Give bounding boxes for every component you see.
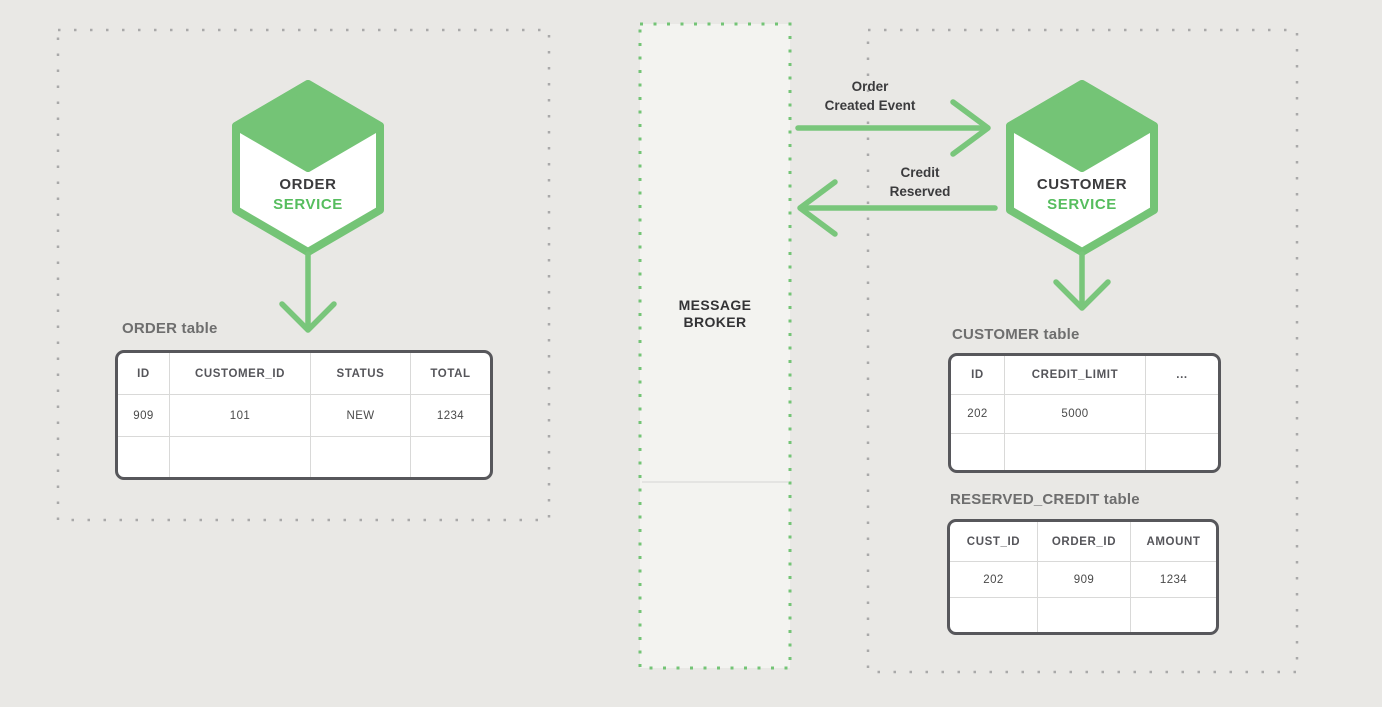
message-broker-box [638,22,792,670]
order-table-label: ORDER table [122,320,218,337]
column-header: CREDIT_LIMIT [1005,356,1146,395]
column-header: TOTAL [411,353,490,395]
cell [1005,434,1146,470]
cell: 202 [950,562,1038,598]
message-broker-label: MESSAGE BROKER [640,297,790,331]
order-service-to-table-arrow [279,251,337,333]
column-header: AMOUNT [1131,522,1216,562]
message-broker-line2: BROKER [683,314,747,330]
cell: 1234 [1131,562,1216,598]
reserved-credit-empty-row [950,598,1216,632]
order-service-name: ORDER [279,176,337,193]
cell [170,437,311,477]
reserved-credit-table-label: RESERVED_CREDIT table [950,491,1140,508]
column-header: STATUS [311,353,411,395]
customer-service-to-table-arrow [1053,251,1111,311]
order-service-label: ORDER SERVICE [218,175,398,215]
order-created-line2: Created Event [824,98,916,113]
reserved-credit-table: CUST_ID ORDER_ID AMOUNT 202 909 1234 [947,519,1219,635]
hexagon-top-face [232,80,384,172]
column-header: CUSTOMER_ID [170,353,311,395]
cell: 101 [170,395,311,437]
order-created-event-arrow [795,99,991,157]
cell [951,434,1005,470]
order-table-row: 909 101 NEW 1234 [118,395,490,437]
cell [118,437,170,477]
order-table: ID CUSTOMER_ID STATUS TOTAL 909 101 NEW … [115,350,493,480]
cell [311,437,411,477]
customer-table-empty-row [951,434,1218,470]
column-header: CUST_ID [950,522,1038,562]
customer-table-row: 202 5000 [951,395,1218,434]
order-table-empty-row [118,437,490,477]
customer-table-header-row: ID CREDIT_LIMIT ... [951,356,1218,395]
cell: 909 [1038,562,1131,598]
column-header: ID [951,356,1005,395]
cell: 909 [118,395,170,437]
customer-service-name: CUSTOMER [1036,176,1128,193]
customer-table-label: CUSTOMER table [952,326,1080,343]
order-created-line1: Order [851,79,889,94]
column-header: ID [118,353,170,395]
column-header-ellipsis: ... [1146,356,1218,395]
cell: 1234 [411,395,490,437]
cell [1131,598,1216,632]
credit-reserved-line1: Credit [900,165,940,180]
customer-table: ID CREDIT_LIMIT ... 202 5000 [948,353,1221,473]
credit-reserved-label: Credit Reserved [840,163,1000,201]
hexagon-top-face [1006,80,1158,172]
message-broker-line1: MESSAGE [678,297,752,313]
cell [950,598,1038,632]
column-header: ORDER_ID [1038,522,1131,562]
customer-service-type: SERVICE [1047,196,1117,213]
cell [411,437,490,477]
reserved-credit-row: 202 909 1234 [950,562,1216,598]
order-context-box [56,28,551,522]
cell [1146,434,1218,470]
order-table-header-row: ID CUSTOMER_ID STATUS TOTAL [118,353,490,395]
customer-service-hexagon-icon [1006,80,1158,256]
reserved-credit-header-row: CUST_ID ORDER_ID AMOUNT [950,522,1216,562]
order-service-type: SERVICE [273,196,343,213]
credit-reserved-line2: Reserved [889,184,951,199]
cell: 5000 [1005,395,1146,434]
cell: NEW [311,395,411,437]
customer-service-label: CUSTOMER SERVICE [992,175,1172,215]
credit-reserved-arrow [797,179,998,237]
order-created-event-label: Order Created Event [790,77,950,115]
order-service-hexagon-icon [232,80,384,256]
cell [1146,395,1218,434]
cell: 202 [951,395,1005,434]
cell [1038,598,1131,632]
